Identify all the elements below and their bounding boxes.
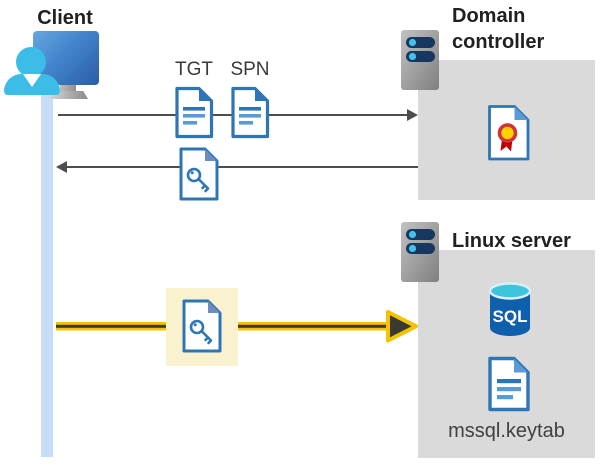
monitor-stand-base xyxy=(48,91,88,99)
spn-document-icon xyxy=(231,86,270,139)
client-label: Client xyxy=(37,7,93,29)
sql-database-icon: SQL xyxy=(488,282,532,336)
domain-controller-label-line2: controller xyxy=(452,31,545,53)
linux-server-icon xyxy=(401,222,439,282)
highlighted-key-document-icon xyxy=(182,299,222,353)
tgt-document-icon xyxy=(175,86,214,139)
sql-text: SQL xyxy=(493,307,528,326)
request-arrowhead-icon xyxy=(407,109,418,121)
client-lifeline xyxy=(41,93,53,457)
keytab-document-icon xyxy=(488,356,530,412)
key-document-icon xyxy=(179,147,219,201)
user-head-icon xyxy=(16,47,46,77)
domain-controller-label-line1: Domain xyxy=(452,5,526,27)
user-collar-icon xyxy=(23,74,41,87)
linux-server-label: Linux server xyxy=(452,230,571,252)
domain-controller-label: Domain controller xyxy=(452,3,544,55)
response-arrow-line xyxy=(67,166,418,168)
domain-controller-server-icon xyxy=(401,30,439,90)
response-arrowhead-icon xyxy=(56,161,67,173)
service-ticket-arrow xyxy=(56,310,418,343)
spn-label: SPN xyxy=(230,59,270,80)
keytab-file-label: mssql.keytab xyxy=(448,420,565,442)
tgt-label: TGT xyxy=(175,59,213,80)
certificate-icon xyxy=(488,105,530,161)
monitor-stand-neck xyxy=(60,84,76,93)
